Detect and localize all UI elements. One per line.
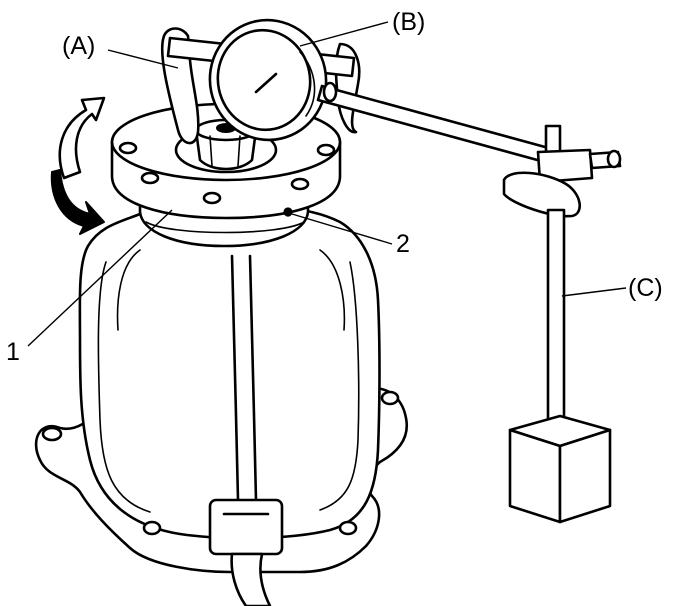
leader-2 xyxy=(291,213,393,245)
housing-body xyxy=(34,208,409,606)
collar-groove xyxy=(145,221,305,234)
rotation-arrow-upper xyxy=(58,96,106,180)
bolt-hole xyxy=(118,141,138,155)
gauge-rod xyxy=(316,84,558,166)
magnetic-base-side xyxy=(558,428,612,524)
leader-c xyxy=(561,287,627,297)
reference-mark xyxy=(283,207,293,217)
stand-post xyxy=(546,208,566,438)
magnetic-base-front xyxy=(508,428,562,524)
dial-rim xyxy=(299,51,316,117)
bolt-hole xyxy=(290,177,310,191)
flange-hole xyxy=(41,426,63,442)
flange-hole xyxy=(380,390,400,406)
label-b: (B) xyxy=(392,8,425,36)
label-part-1: 1 xyxy=(6,338,20,366)
stand-clamp xyxy=(536,148,594,184)
label-part-2: 2 xyxy=(396,230,410,258)
label-c: (C) xyxy=(628,274,663,302)
flange-hole xyxy=(142,520,162,536)
flange-hole xyxy=(338,520,358,536)
magnetic-stand-icon xyxy=(502,124,622,524)
callout-labels: (A) (B) (C) 1 2 xyxy=(6,8,663,366)
label-a: (A) xyxy=(62,32,95,60)
clamp-knob xyxy=(606,149,622,169)
bolt-hole xyxy=(140,171,160,185)
rotation-arrow-lower xyxy=(50,169,105,235)
dial-gauge-icon xyxy=(160,18,558,166)
leader-1 xyxy=(27,209,173,347)
leader-b xyxy=(299,21,389,47)
nut-facets xyxy=(209,135,241,167)
cable xyxy=(230,552,272,606)
dial-face xyxy=(216,28,312,132)
housing-rib xyxy=(230,254,258,502)
dial-needle xyxy=(254,72,278,94)
curved-double-arrow-icon xyxy=(50,96,106,235)
housing-panel xyxy=(97,249,360,513)
stand-disc xyxy=(502,171,581,218)
rod-end xyxy=(322,81,338,103)
housing-shell xyxy=(78,208,381,540)
cable-gland xyxy=(208,498,284,556)
bolt-hole xyxy=(202,191,222,205)
bolt-hole xyxy=(316,143,336,157)
leader-a xyxy=(107,49,179,69)
leader-lines xyxy=(27,21,627,347)
